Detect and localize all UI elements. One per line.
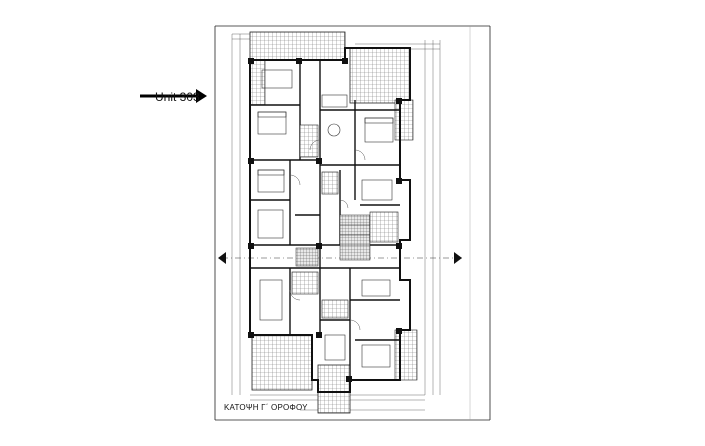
arrow-right-icon bbox=[140, 89, 207, 103]
plan-title: ΚΑΤΟΨΗ Γ΄ ΟΡΟΦΟΥ bbox=[224, 403, 308, 412]
furniture-symbols bbox=[257, 69, 394, 368]
drawing-sheet-frame bbox=[214, 25, 491, 421]
building-outline bbox=[249, 47, 411, 393]
door-swings bbox=[289, 139, 366, 331]
interior-walls bbox=[250, 60, 400, 380]
structural-columns bbox=[248, 58, 402, 382]
bathrooms bbox=[291, 124, 399, 319]
unit-callout-label: Unit 303 bbox=[155, 90, 200, 104]
terrace-areas bbox=[249, 31, 418, 414]
stair-core bbox=[295, 214, 371, 267]
